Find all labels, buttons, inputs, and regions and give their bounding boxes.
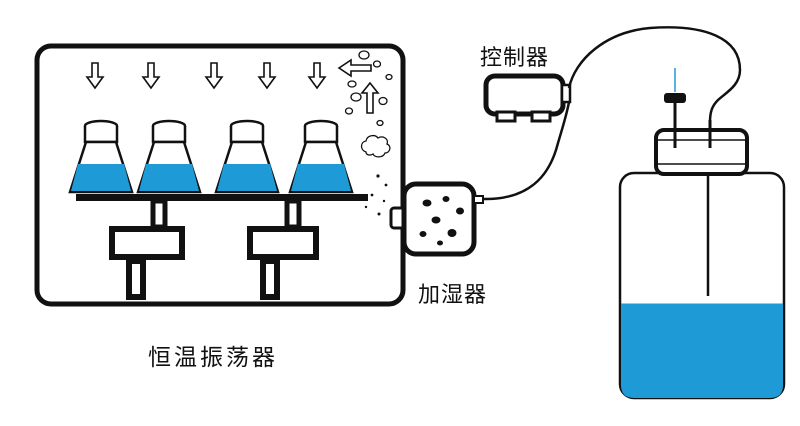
flask-liquid bbox=[71, 164, 131, 191]
controller-port bbox=[560, 83, 572, 104]
vapor-puff bbox=[350, 92, 362, 102]
droplet-icon bbox=[456, 207, 464, 215]
sensor-probe-head bbox=[664, 93, 686, 103]
airflow-down-arrows bbox=[85, 62, 327, 90]
down-arrow-icon bbox=[141, 62, 161, 90]
support-motor-block bbox=[109, 226, 185, 260]
left-arrow-icon bbox=[337, 58, 372, 78]
flask bbox=[214, 119, 280, 194]
bottle-liquid bbox=[621, 303, 783, 398]
down-arrow-icon bbox=[204, 62, 224, 90]
droplet-icon bbox=[384, 183, 388, 187]
controller bbox=[483, 73, 572, 123]
humidifier-particles bbox=[419, 196, 464, 246]
vapor-puff bbox=[385, 73, 393, 81]
shaker-label: 恒温振荡器 bbox=[148, 345, 278, 371]
controller-label: 控制器 bbox=[480, 46, 550, 71]
vapor-cloud bbox=[360, 134, 391, 158]
flask-neck bbox=[303, 126, 339, 144]
droplet-icon bbox=[419, 231, 427, 237]
droplet-icon bbox=[377, 212, 381, 216]
flask-liquid bbox=[139, 164, 199, 191]
droplet-icon bbox=[364, 205, 368, 209]
vapor-puff bbox=[347, 80, 357, 88]
support-lower-post bbox=[126, 258, 146, 300]
water-bottle bbox=[618, 68, 786, 400]
support-left bbox=[109, 198, 185, 300]
humidifier-nozzle bbox=[473, 195, 484, 204]
support-lower-post bbox=[260, 258, 280, 300]
controller-body bbox=[483, 73, 566, 117]
droplet-dots bbox=[364, 174, 388, 216]
droplet-icon bbox=[376, 174, 380, 178]
cable-humidifier-to-controller bbox=[482, 101, 571, 201]
flasks bbox=[68, 119, 354, 194]
cable-controller-to-bottle bbox=[567, 26, 742, 123]
support-upper-post bbox=[284, 198, 302, 230]
support-upper-post bbox=[150, 198, 168, 230]
bottle-cap bbox=[654, 128, 749, 176]
flask-neck bbox=[151, 126, 187, 144]
flask-liquid bbox=[217, 164, 277, 191]
support-motor-block bbox=[247, 226, 319, 260]
droplet-icon bbox=[442, 196, 450, 202]
flask-neck bbox=[83, 126, 119, 144]
vapor-puff bbox=[372, 60, 382, 68]
vapor-puff bbox=[344, 107, 354, 115]
droplet-icon bbox=[447, 229, 457, 237]
support-right bbox=[247, 198, 319, 300]
vapor-puff bbox=[378, 96, 388, 106]
down-arrow-icon bbox=[307, 62, 327, 90]
droplet-icon bbox=[437, 240, 443, 246]
up-arrow-icon bbox=[360, 81, 380, 114]
vapor-puff bbox=[358, 50, 370, 60]
shaker-supports bbox=[109, 198, 319, 300]
droplet-icon bbox=[422, 199, 432, 207]
flask bbox=[136, 119, 202, 194]
vapor-particles bbox=[344, 50, 393, 158]
flask-liquid bbox=[291, 164, 351, 191]
flask-neck bbox=[229, 126, 265, 144]
controller-foot-left bbox=[495, 110, 517, 123]
humidifier bbox=[389, 181, 484, 257]
shaker-platform bbox=[76, 194, 368, 201]
humidifier-label: 加湿器 bbox=[418, 283, 488, 308]
droplet-icon bbox=[370, 193, 374, 197]
flask bbox=[288, 119, 354, 194]
droplet-icon bbox=[382, 199, 386, 203]
vapor-puff bbox=[376, 119, 384, 127]
down-arrow-icon bbox=[257, 62, 277, 90]
droplet-icon bbox=[431, 216, 441, 224]
flask bbox=[68, 119, 134, 194]
controller-foot-right bbox=[530, 110, 552, 123]
down-arrow-icon bbox=[85, 62, 105, 90]
